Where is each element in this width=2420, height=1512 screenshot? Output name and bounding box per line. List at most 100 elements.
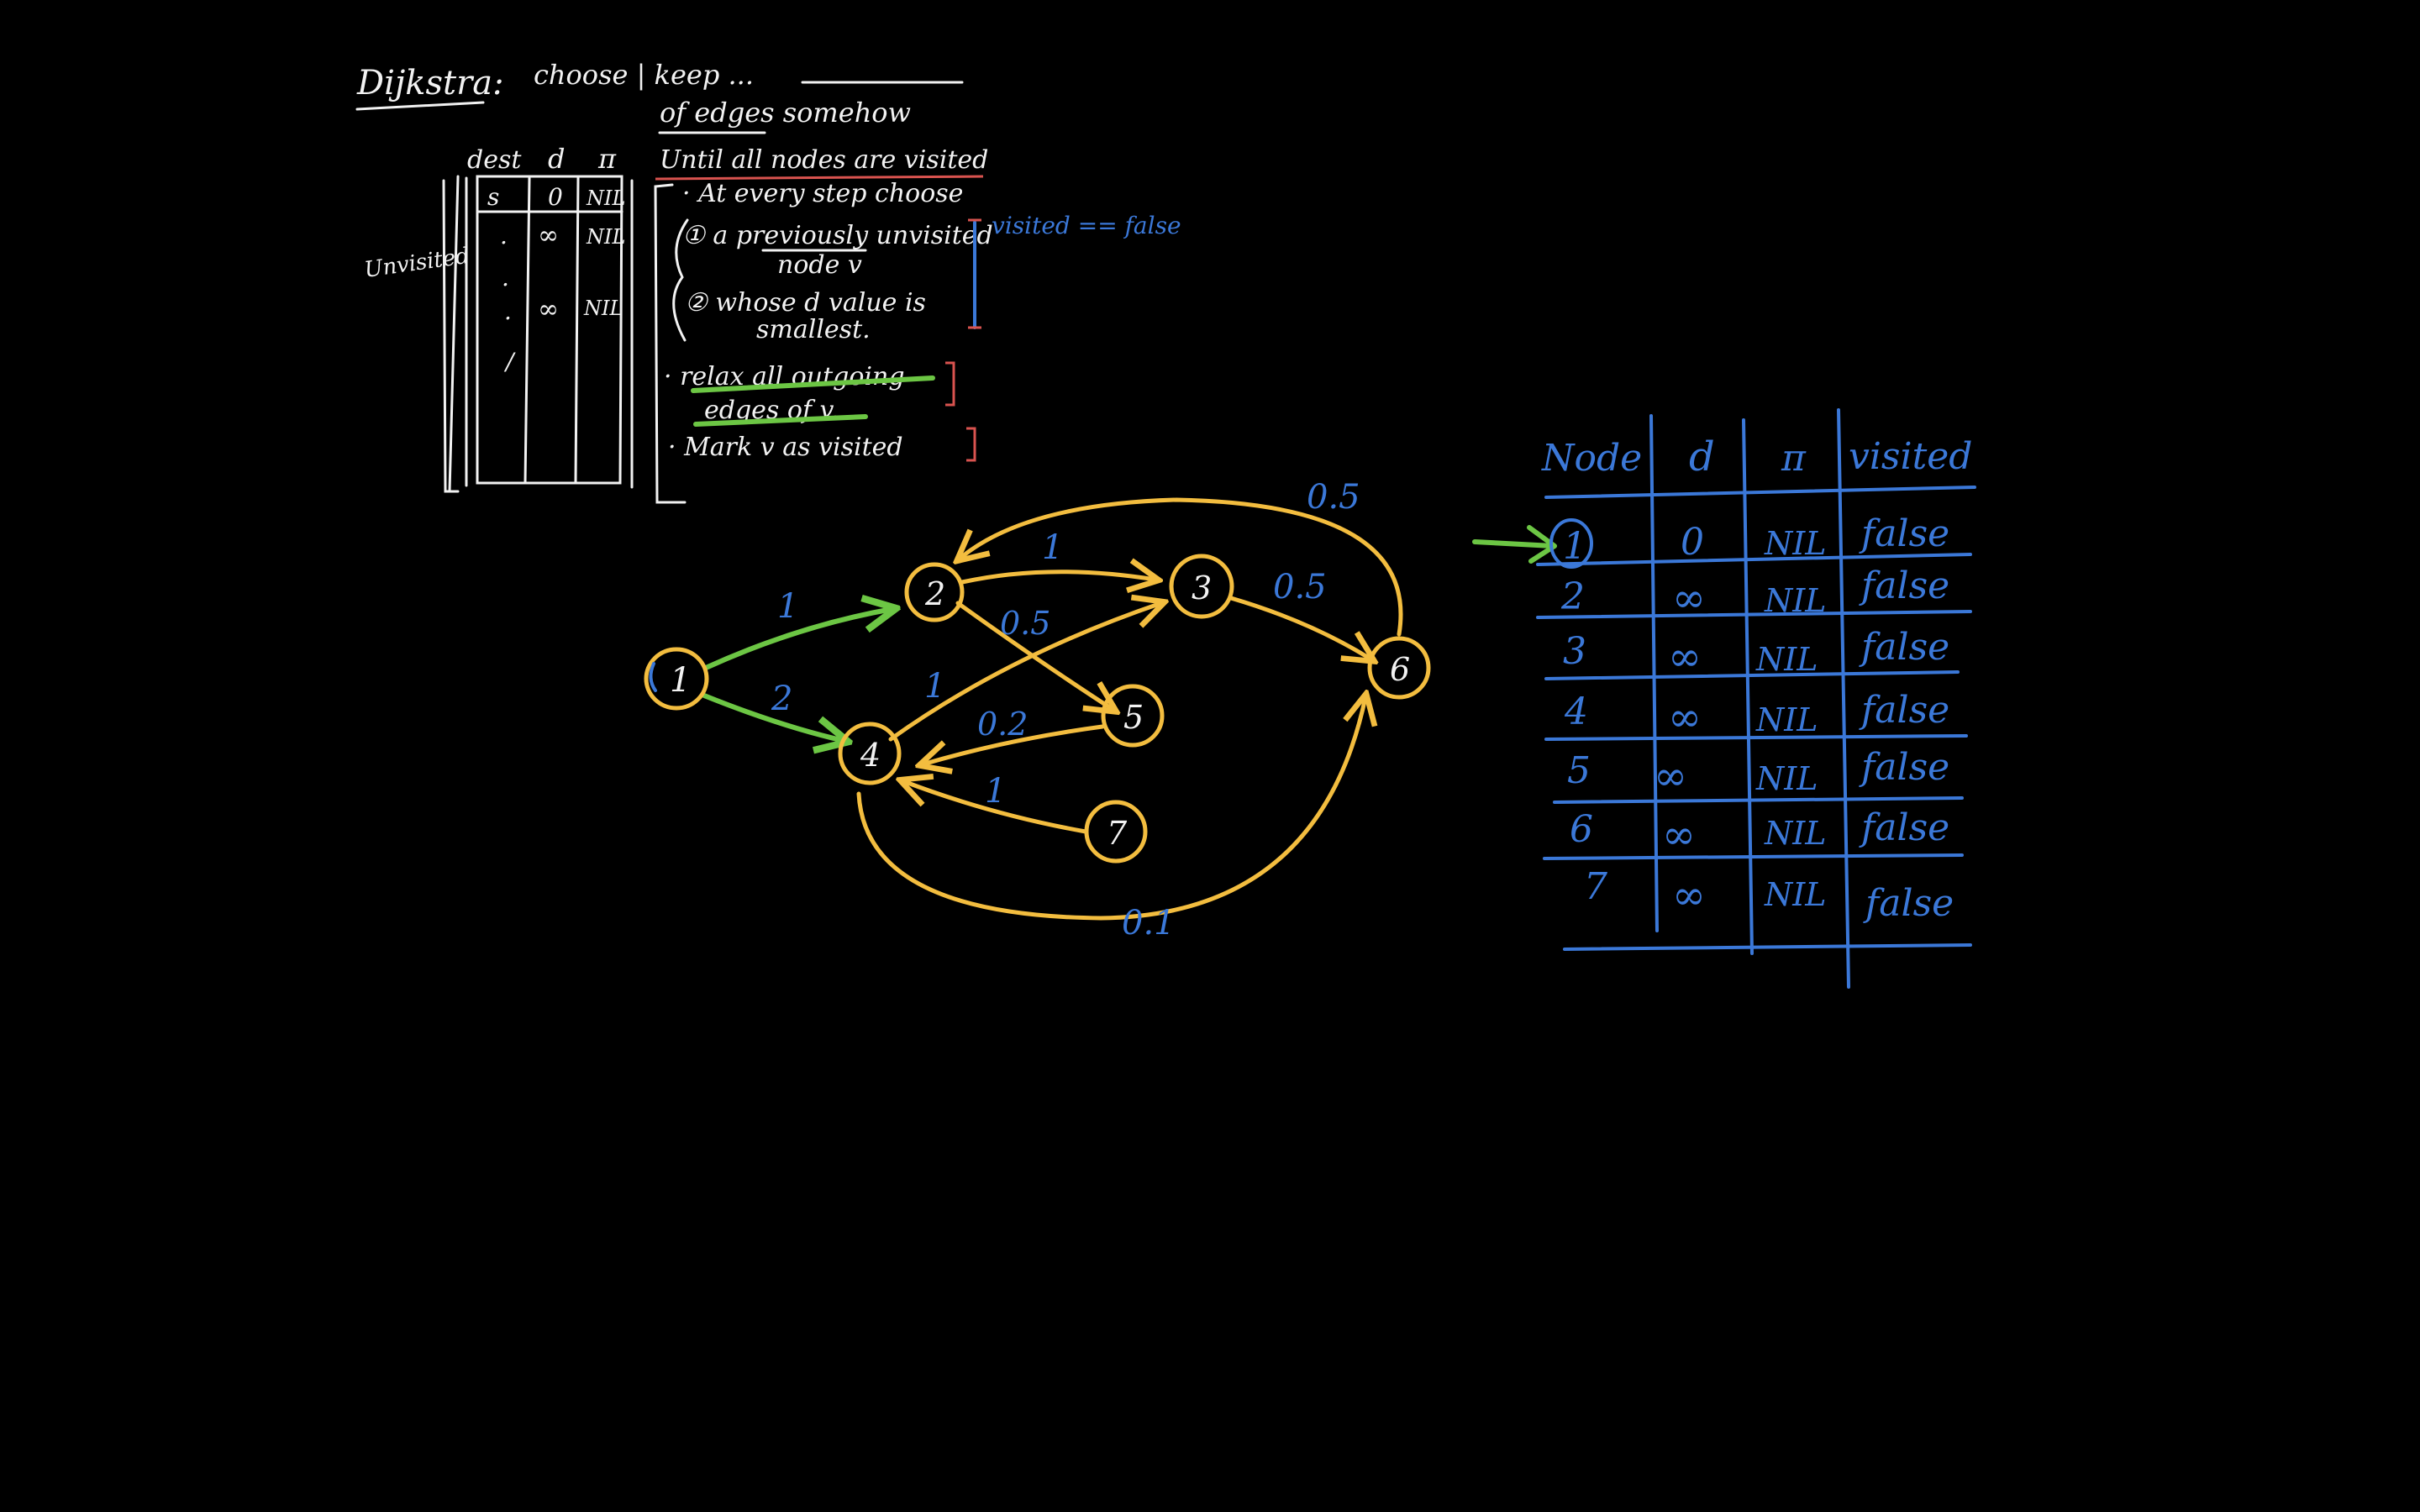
table-row-3-d: ∞ — [1668, 633, 1702, 680]
edge-1-4 — [702, 693, 844, 741]
visited-note: visited == false — [992, 212, 1181, 239]
algo-cond1-b: node v — [777, 250, 862, 280]
table-row-5-d: ∞ — [1654, 753, 1687, 800]
node-1-label: 1 — [670, 661, 691, 700]
weight-1-2: 1 — [777, 587, 798, 626]
mark-marker — [966, 427, 976, 462]
weight-5-4: 0.2 — [977, 706, 1028, 743]
mini-cell-dest-3: . — [502, 264, 509, 291]
node-3-label: 3 — [1192, 570, 1212, 606]
table-row-6-pi: NIL — [1764, 815, 1827, 852]
table-row-4-visited: false — [1859, 689, 1949, 732]
table-row-1-pi: NIL — [1764, 525, 1827, 562]
table-col-line-1 — [1649, 414, 1659, 932]
graph-node-6: 6 — [1367, 636, 1431, 700]
table-header-d: d — [1689, 433, 1715, 480]
relax-marker — [945, 361, 955, 407]
table-header-pi: π — [1781, 437, 1807, 480]
edge-1-2 — [703, 609, 892, 670]
table-row-line-3 — [1544, 670, 1960, 680]
algo-bracket — [654, 183, 687, 504]
table-row-2-d: ∞ — [1672, 575, 1706, 622]
relax-highlight-1 — [691, 375, 935, 393]
table-row-7-visited: false — [1863, 882, 1954, 925]
edge-2-5 — [955, 601, 1113, 710]
mini-cell-dest-5: / — [503, 348, 516, 375]
table-row-6-node: 6 — [1570, 808, 1593, 851]
table-row-line-5 — [1553, 796, 1964, 804]
table-header-visited: visited — [1849, 435, 1972, 478]
table-row-2-visited: false — [1859, 564, 1949, 607]
table-col-line-2 — [1742, 418, 1754, 955]
weight-7-4: 1 — [985, 772, 1006, 811]
node-6-label: 6 — [1390, 651, 1410, 688]
relax-highlight-2 — [693, 414, 868, 427]
dijkstra-table: Node d π visited 1 0 NIL false 2 ∞ NIL f… — [1472, 408, 1976, 989]
table-row-1-d: 0 — [1681, 521, 1704, 564]
mini-table-grid — [442, 175, 634, 493]
weight-2-3: 1 — [1042, 528, 1063, 567]
edge-6-2 — [960, 497, 1403, 637]
edge-3-6 — [1228, 596, 1371, 659]
table-row-2-pi: NIL — [1764, 582, 1827, 619]
mini-cell-d-2: ∞ — [538, 221, 559, 250]
current-node-circle — [1549, 518, 1593, 569]
table-row-4-pi: NIL — [1755, 701, 1818, 738]
algo-cond2-b: smallest. — [756, 315, 871, 344]
weight-2-5: 0.5 — [1000, 605, 1050, 642]
table-row-7-pi: NIL — [1764, 876, 1827, 913]
mini-header-d: d — [548, 143, 565, 175]
edge-2-3 — [960, 572, 1155, 582]
table-row-4-d: ∞ — [1668, 694, 1702, 741]
weight-4-3: 1 — [924, 667, 945, 706]
table-row-6-visited: false — [1859, 806, 1949, 849]
table-row-3-pi: NIL — [1755, 641, 1818, 678]
weight-3-6: 0.5 — [1273, 568, 1327, 606]
graph-node-5: 5 — [1101, 684, 1165, 748]
weight-4-6: 0.1 — [1122, 904, 1176, 942]
node-4-label: 4 — [860, 737, 881, 774]
edge-5-4 — [923, 724, 1105, 764]
table-row-line-1 — [1536, 553, 1972, 566]
conditions-brace — [672, 218, 689, 342]
algo-cond1-a: ① a previously unvisited — [682, 221, 993, 250]
title-underline — [355, 101, 485, 111]
table-row-1-visited: false — [1859, 512, 1949, 555]
node-7-label: 7 — [1107, 815, 1128, 852]
table-row-5-node: 5 — [1567, 749, 1591, 792]
table-row-5-visited: false — [1859, 746, 1949, 789]
node-5-label: 5 — [1123, 699, 1144, 736]
notes-title: Dijkstra: — [356, 64, 504, 102]
table-row-7-node: 7 — [1584, 865, 1607, 908]
table-row-line-6 — [1543, 853, 1964, 860]
graph-node-4: 4 — [838, 722, 902, 785]
table-row-line-4 — [1544, 734, 1968, 741]
algo-mark: · Mark v as visited — [668, 433, 903, 462]
table-header-node: Node — [1541, 437, 1642, 480]
table-row-3-node: 3 — [1563, 630, 1586, 673]
table-row-2-node: 2 — [1560, 575, 1585, 618]
notes-top-line2: of edges somehow — [660, 97, 911, 129]
weight-1-4: 2 — [771, 680, 792, 718]
graph-node-7: 7 — [1084, 800, 1148, 864]
table-row-1-node: 1 — [1563, 525, 1586, 568]
mini-cell-pi-4: NIL — [583, 297, 623, 320]
mini-cell-d-4: ∞ — [538, 295, 559, 324]
table-row-5-pi: NIL — [1755, 760, 1818, 797]
graph-node-2: 2 — [904, 562, 965, 622]
graph: 1 2 3 4 5 6 7 1 2 1 0.5 1 0 — [644, 478, 1431, 942]
weight-6-2: 0.5 — [1307, 478, 1360, 517]
table-row-line-header — [1544, 486, 1976, 499]
algo-cond2-a: ② whose d value is — [685, 288, 926, 318]
table-row-line-2 — [1536, 610, 1972, 619]
edge-4-3 — [888, 603, 1161, 742]
loop-underline — [655, 175, 984, 181]
node-2-label: 2 — [924, 575, 945, 612]
mini-cell-dest-2: . — [500, 222, 508, 249]
table-row-4-node: 4 — [1564, 690, 1588, 733]
mini-cell-dest-4: . — [504, 297, 512, 325]
mini-cell-dest-1: s — [487, 183, 499, 211]
notes-top-line1: choose | keep ... — [534, 59, 754, 91]
graph-node-1: 1 — [644, 647, 709, 711]
